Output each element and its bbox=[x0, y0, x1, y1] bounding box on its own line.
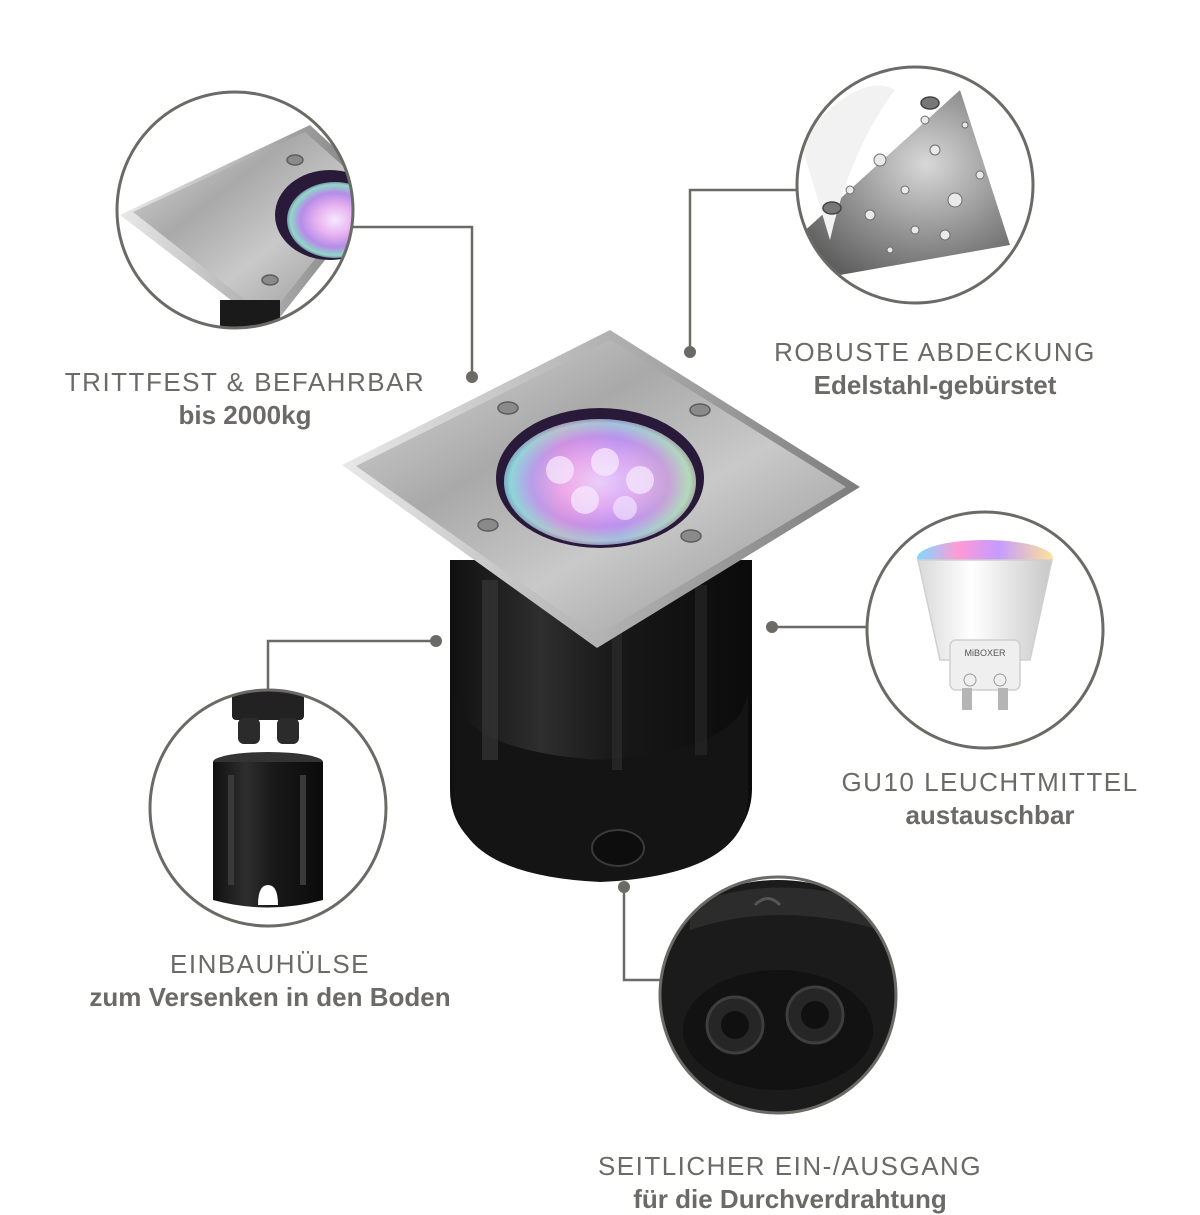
detail-circle-cover bbox=[797, 67, 1033, 303]
label-tread-title: TRITTFEST & BEFAHRBAR bbox=[40, 366, 450, 399]
label-cable-subtitle: für die Durchverdrahtung bbox=[560, 1183, 1020, 1215]
label-sleeve-title: EINBAUHÜLSE bbox=[40, 948, 500, 981]
label-bulb: GU10 LEUCHTMITTEL austauschbar bbox=[800, 766, 1180, 831]
connector-cable bbox=[624, 890, 660, 980]
connector-cover bbox=[690, 190, 797, 350]
label-bulb-subtitle: austauschbar bbox=[800, 799, 1180, 832]
connector-dot bbox=[466, 371, 478, 383]
label-cover-title: ROBUSTE ABDECKUNG bbox=[730, 336, 1140, 369]
label-cover-subtitle: Edelstahl-gebürstet bbox=[730, 369, 1140, 402]
connector-dot bbox=[684, 346, 696, 358]
connector-dot bbox=[766, 621, 778, 633]
connector-dot bbox=[618, 881, 630, 893]
label-cable-title: SEITLICHER EIN-/AUSGANG bbox=[560, 1150, 1020, 1183]
side-entry-port bbox=[592, 830, 644, 866]
detail-circle-cable bbox=[628, 877, 928, 1140]
label-cover: ROBUSTE ABDECKUNG Edelstahl-gebürstet bbox=[730, 336, 1140, 401]
label-bulb-title: GU10 LEUCHTMITTEL bbox=[800, 766, 1180, 799]
connector-dot bbox=[430, 635, 442, 647]
label-tread-subtitle: bis 2000kg bbox=[40, 399, 450, 432]
label-sleeve: EINBAUHÜLSE zum Versenken in den Boden bbox=[40, 948, 500, 1013]
bulb-brand-label: MiBOXER bbox=[964, 648, 1006, 658]
detail-circle-tread bbox=[117, 92, 385, 360]
label-tread: TRITTFEST & BEFAHRBAR bis 2000kg bbox=[40, 366, 450, 431]
connector-tread bbox=[349, 227, 472, 375]
connector-sleeve bbox=[268, 641, 432, 690]
label-sleeve-subtitle: zum Versenken in den Boden bbox=[40, 981, 500, 1014]
detail-circle-sleeve bbox=[150, 690, 386, 926]
label-cable: SEITLICHER EIN-/AUSGANG für die Durchver… bbox=[560, 1150, 1020, 1215]
detail-circle-bulb: MiBOXER bbox=[867, 512, 1103, 748]
